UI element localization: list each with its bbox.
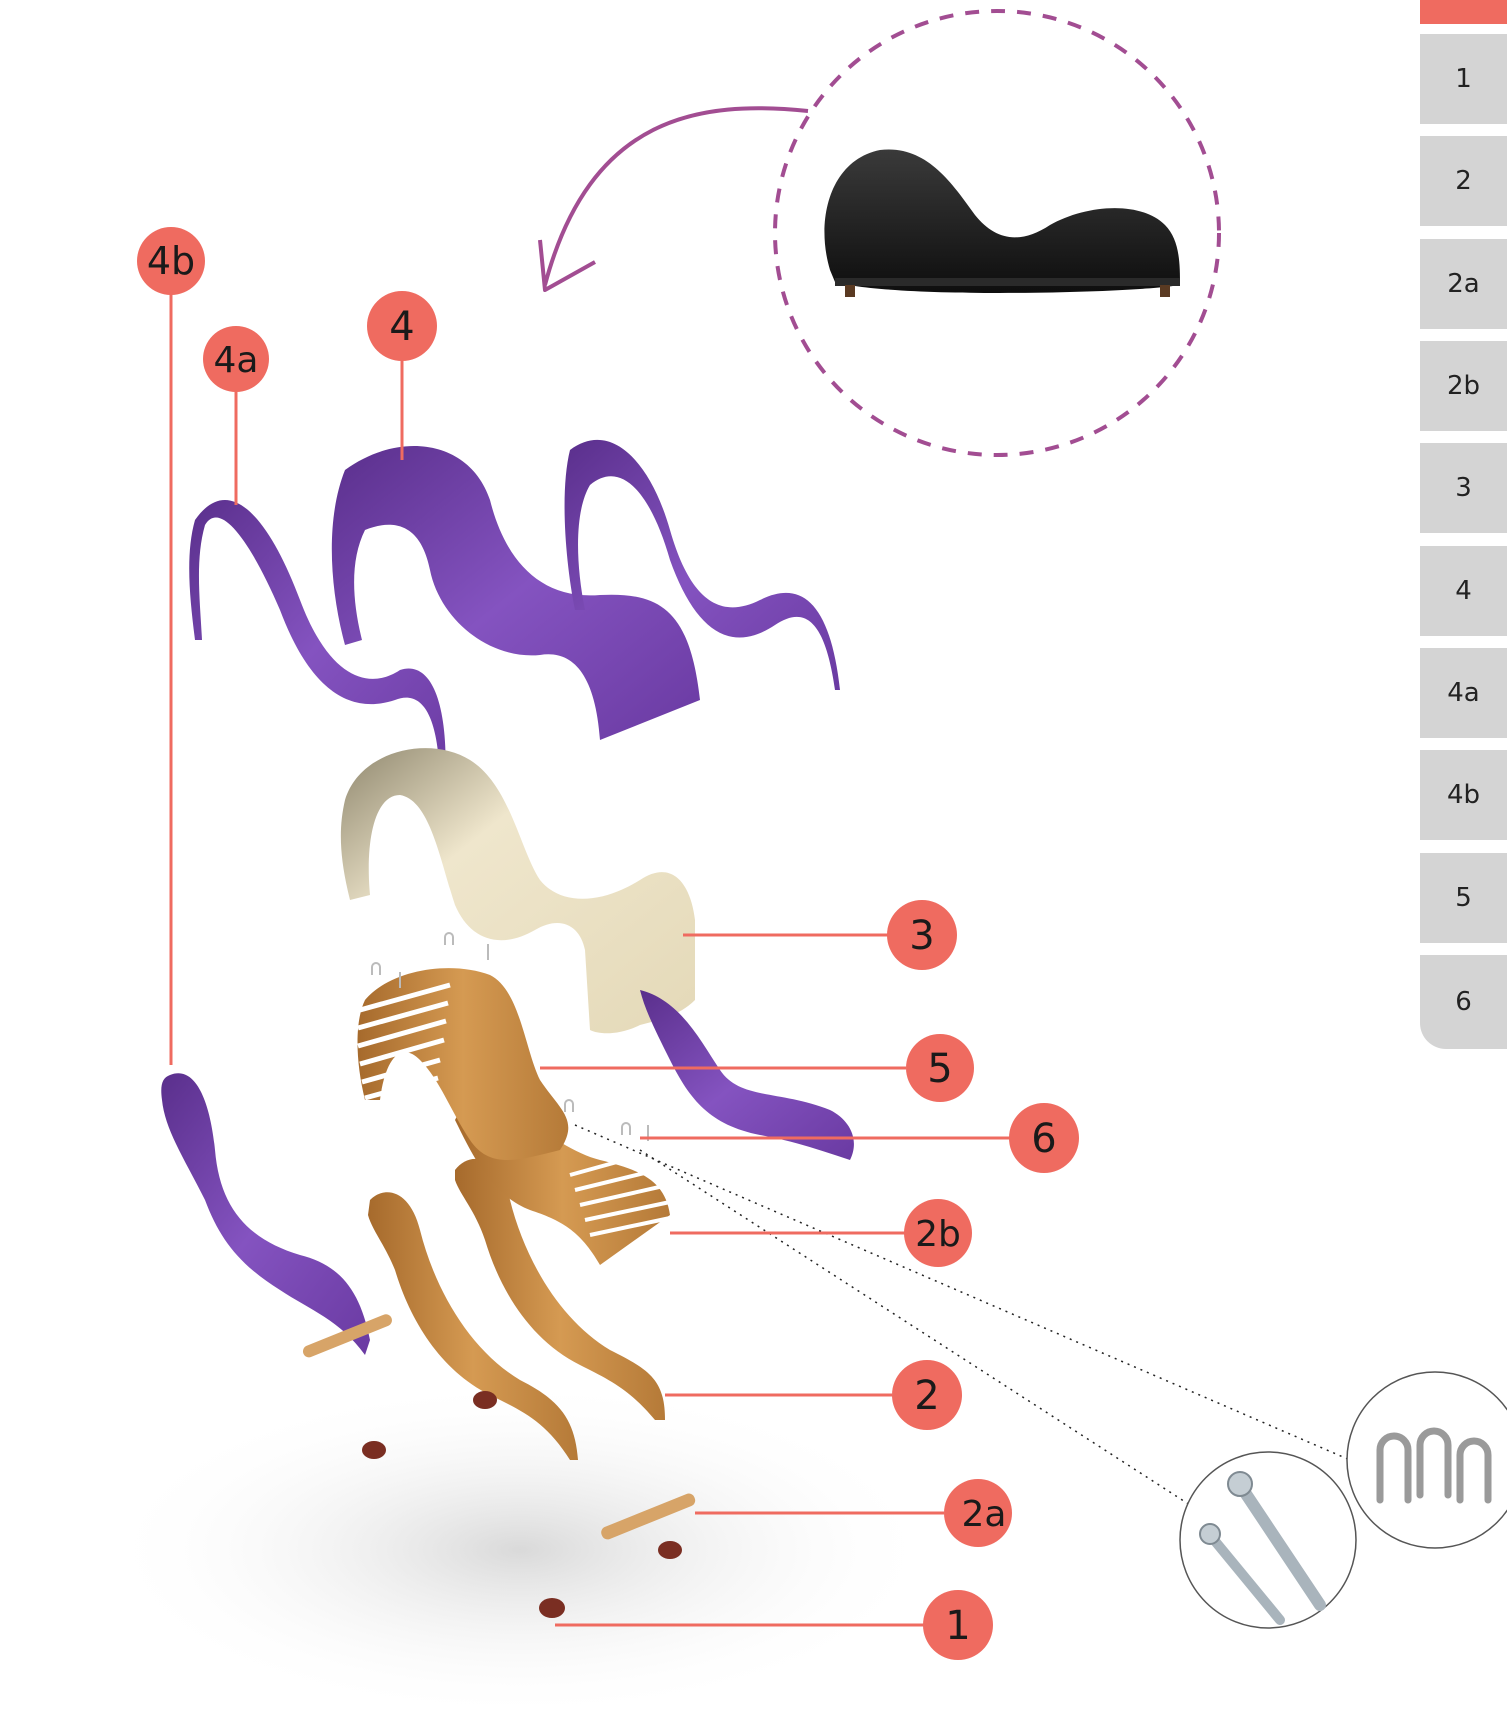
svg-text:1: 1 <box>945 1603 970 1649</box>
callout-5: 5 <box>906 1034 974 1102</box>
part-4b-side-panel-far <box>640 990 854 1160</box>
callout-4a: 4a <box>203 326 269 392</box>
callout-2: 2 <box>892 1360 962 1430</box>
callout-4: 4 <box>367 291 437 361</box>
part-index-nav: 1 2 2a 2b 3 4 4a 4b 5 6 <box>1420 0 1507 1050</box>
staples-inset <box>1347 1372 1507 1548</box>
screws-inset <box>1180 1452 1356 1628</box>
curved-arrow <box>545 108 808 285</box>
svg-text:6: 6 <box>1031 1116 1056 1162</box>
part-4b-side-panel <box>161 1073 370 1355</box>
nav-accent-bar <box>1420 0 1507 24</box>
callout-3: 3 <box>887 900 957 970</box>
arrow-head <box>540 240 595 290</box>
nav-tab-1[interactable]: 1 <box>1420 34 1507 128</box>
nav-tab-2a[interactable]: 2a <box>1420 239 1507 333</box>
part-4a-side-panel <box>189 500 446 790</box>
callout-1: 1 <box>923 1590 993 1660</box>
svg-text:2: 2 <box>914 1373 939 1419</box>
callout-4b: 4b <box>137 227 205 295</box>
nav-tab-6[interactable]: 6 <box>1420 955 1507 1049</box>
svg-text:3: 3 <box>909 913 934 959</box>
sofa-photo <box>824 150 1180 293</box>
svg-text:4: 4 <box>389 304 414 350</box>
svg-text:5: 5 <box>927 1046 952 1092</box>
nav-tab-4b[interactable]: 4b <box>1420 750 1507 844</box>
svg-text:4b: 4b <box>147 239 195 283</box>
floor-shadow <box>100 1380 940 1711</box>
svg-text:4a: 4a <box>214 340 259 381</box>
nav-tab-4[interactable]: 4 <box>1420 546 1507 640</box>
nav-tab-3[interactable]: 3 <box>1420 443 1507 537</box>
nav-tab-4a[interactable]: 4a <box>1420 648 1507 742</box>
svg-text:2b: 2b <box>915 1214 961 1255</box>
callout-6: 6 <box>1009 1103 1079 1173</box>
svg-text:2a: 2a <box>962 1494 1007 1535</box>
finished-product-inset <box>775 11 1219 455</box>
callout-2b: 2b <box>904 1199 972 1267</box>
nav-tab-5[interactable]: 5 <box>1420 853 1507 947</box>
callout-2a: 2a <box>944 1479 1012 1547</box>
nav-tab-2[interactable]: 2 <box>1420 136 1507 230</box>
nav-tab-2b[interactable]: 2b <box>1420 341 1507 435</box>
